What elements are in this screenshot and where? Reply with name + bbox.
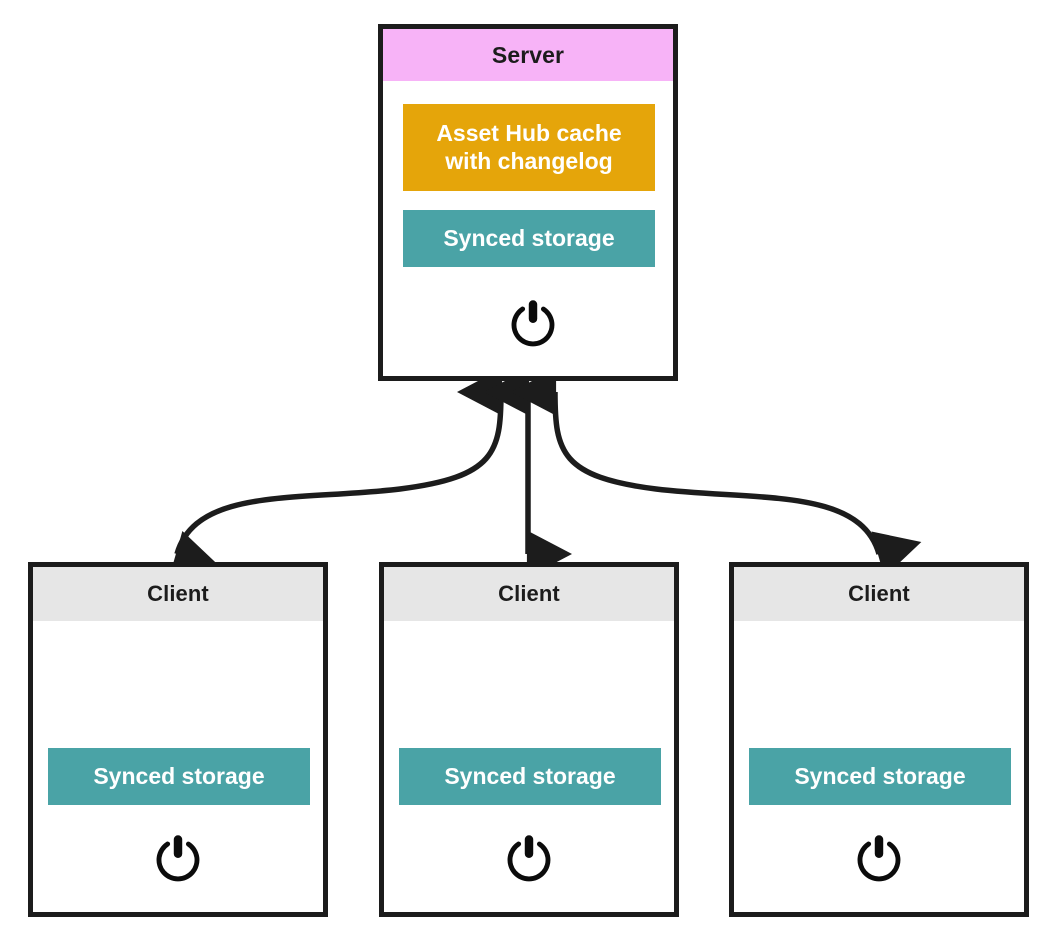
client-2-header: Client	[384, 567, 674, 621]
cache-label-line-1: Asset Hub cache	[436, 120, 622, 147]
server-header: Server	[383, 29, 673, 81]
cache-label-line-2: with changelog	[445, 147, 613, 174]
server-asset-hub-cache-label: Asset Hub cache with changelog	[436, 120, 621, 174]
client-1-synced-storage-label: Synced storage	[93, 762, 265, 789]
client-2-header-label: Client	[498, 581, 560, 606]
power-icon[interactable]	[152, 832, 204, 884]
client-1-synced-storage-chip[interactable]: Synced storage	[48, 748, 310, 805]
server-synced-storage-label: Synced storage	[443, 224, 615, 251]
client-node-3[interactable]: Client Synced storage	[729, 562, 1029, 917]
client-1-header: Client	[33, 567, 323, 621]
server-header-label: Server	[491, 41, 565, 68]
server-node[interactable]: Server Asset Hub cache with changelog Sy…	[378, 24, 678, 381]
client-3-header-label: Client	[848, 581, 910, 606]
server-asset-hub-cache-chip[interactable]: Asset Hub cache with changelog	[403, 104, 655, 191]
client-1-header-label: Client	[147, 581, 209, 606]
server-synced-storage-chip[interactable]: Synced storage	[403, 210, 655, 267]
client-3-synced-storage-label: Synced storage	[794, 762, 966, 789]
client-node-2[interactable]: Client Synced storage	[379, 562, 679, 917]
client-node-1[interactable]: Client Synced storage	[28, 562, 328, 917]
power-icon[interactable]	[507, 297, 559, 349]
power-icon[interactable]	[853, 832, 905, 884]
client-2-synced-storage-label: Synced storage	[444, 762, 616, 789]
client-3-synced-storage-chip[interactable]: Synced storage	[749, 748, 1011, 805]
client-2-synced-storage-chip[interactable]: Synced storage	[399, 748, 661, 805]
server-client-1-link	[169, 368, 504, 577]
server-client-3-link	[511, 368, 922, 578]
power-icon[interactable]	[503, 832, 555, 884]
client-3-header: Client	[734, 567, 1024, 621]
